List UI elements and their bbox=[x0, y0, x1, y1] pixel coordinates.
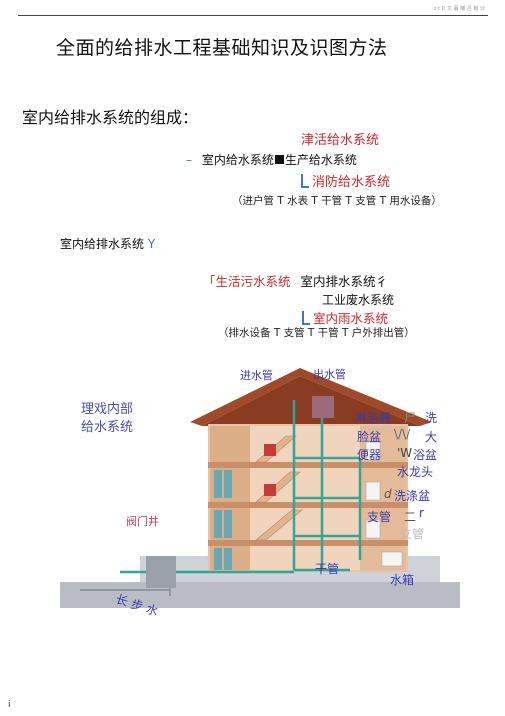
ground bbox=[60, 582, 460, 608]
valve-well-label: 阀门井 bbox=[126, 515, 159, 528]
outlet-pipe-label: 出水管 bbox=[313, 368, 346, 381]
basin-label: 脸盆 bbox=[357, 430, 382, 444]
supply-system-label: 室内给水系统 bbox=[201, 153, 274, 167]
header-rule bbox=[18, 15, 488, 16]
bracket-l-icon bbox=[302, 311, 310, 325]
building-water-diagram bbox=[60, 360, 460, 608]
roof bbox=[190, 368, 432, 426]
right-label-glyph: 'W bbox=[397, 446, 413, 460]
toilet-label: 便器 bbox=[357, 448, 382, 462]
supply-flow: （进户管 T 水表 T 干管 T 支管 T 用水设备） bbox=[232, 195, 442, 207]
drainage-bracket: 「 bbox=[203, 274, 216, 289]
drainage-line-1: 「生活污水系统 室内排水系统彳 bbox=[203, 271, 388, 290]
fixture bbox=[264, 484, 276, 496]
right-label-glyph: 二 bbox=[404, 510, 417, 524]
big-label: 大 bbox=[425, 430, 438, 444]
floor-slab bbox=[208, 462, 408, 468]
shower-label: 淋浴器 bbox=[355, 411, 392, 425]
branch-pipe-label: 支管 bbox=[367, 510, 392, 524]
system-label-suffix: Y bbox=[147, 237, 156, 251]
bathroom-fixtures bbox=[365, 441, 403, 567]
drainage-line-3: 室内雨水系统 bbox=[302, 308, 388, 327]
right-label-glyph: \/\/ bbox=[394, 427, 411, 441]
drainage-system-label: 室内排水系统彳 bbox=[300, 274, 389, 289]
rainwater-label: 室内雨水系统 bbox=[313, 311, 389, 326]
supply-line-2: – 室内给水系统生产给水系统 bbox=[186, 151, 357, 168]
section-heading: 室内给排水系统的组成： bbox=[22, 108, 199, 127]
fixture bbox=[264, 444, 276, 456]
system-label-text: 室内给排水系统 bbox=[60, 237, 145, 251]
square-bullet-icon bbox=[274, 155, 284, 164]
system-label: 室内给排水系统 Y bbox=[60, 235, 155, 252]
fire-supply-label: 消防给水系统 bbox=[312, 175, 391, 190]
supply-line-3: 消防给水系统 bbox=[301, 171, 390, 190]
page-title: 全面的给排水工程基础知识及识图方法 bbox=[56, 37, 388, 59]
roof-tank bbox=[312, 396, 334, 418]
domestic-sewage-label: 生活污水系统 bbox=[215, 274, 291, 289]
production-supply-label: 生产给水系统 bbox=[284, 153, 357, 167]
inlet-pipe-label: 进水管 bbox=[240, 369, 273, 382]
bathtub-label: 浴盆 bbox=[413, 448, 438, 462]
bracket-l-icon bbox=[301, 174, 309, 188]
supply-line-1: 津活给水系统 bbox=[301, 133, 380, 148]
faucet-label: 水龙头 bbox=[397, 465, 434, 479]
trunk-pipe-label: 干管 bbox=[315, 562, 340, 576]
sink-label: 洗涤盆 bbox=[394, 489, 431, 503]
floor-slab bbox=[208, 502, 408, 508]
industrial-waste-label: 工业废水系统 bbox=[322, 293, 395, 307]
page-number: i bbox=[8, 700, 11, 710]
drainage-flow: （排水设备 T 支管 T 干管 T 户外排出管） bbox=[218, 327, 415, 339]
valve-well-box bbox=[146, 556, 176, 588]
right-label-glyph: r bbox=[419, 506, 424, 520]
right-label-glyph: 尸 bbox=[404, 411, 417, 425]
tank-label: 水箱 bbox=[390, 573, 415, 587]
diagram-title-1: 理戏内部 bbox=[81, 402, 134, 417]
supply-dash: – bbox=[186, 153, 192, 167]
header-note: z t D 文 暮 曦 吕 粗 沙 bbox=[433, 6, 485, 12]
diagram-title-2: 给水系统 bbox=[81, 420, 134, 435]
riser-pipe-label: 立管 bbox=[400, 527, 425, 541]
floor-slab bbox=[208, 540, 408, 546]
windows bbox=[214, 470, 232, 570]
wash-label: 洗 bbox=[425, 411, 438, 425]
right-label-glyph: d bbox=[384, 487, 392, 501]
